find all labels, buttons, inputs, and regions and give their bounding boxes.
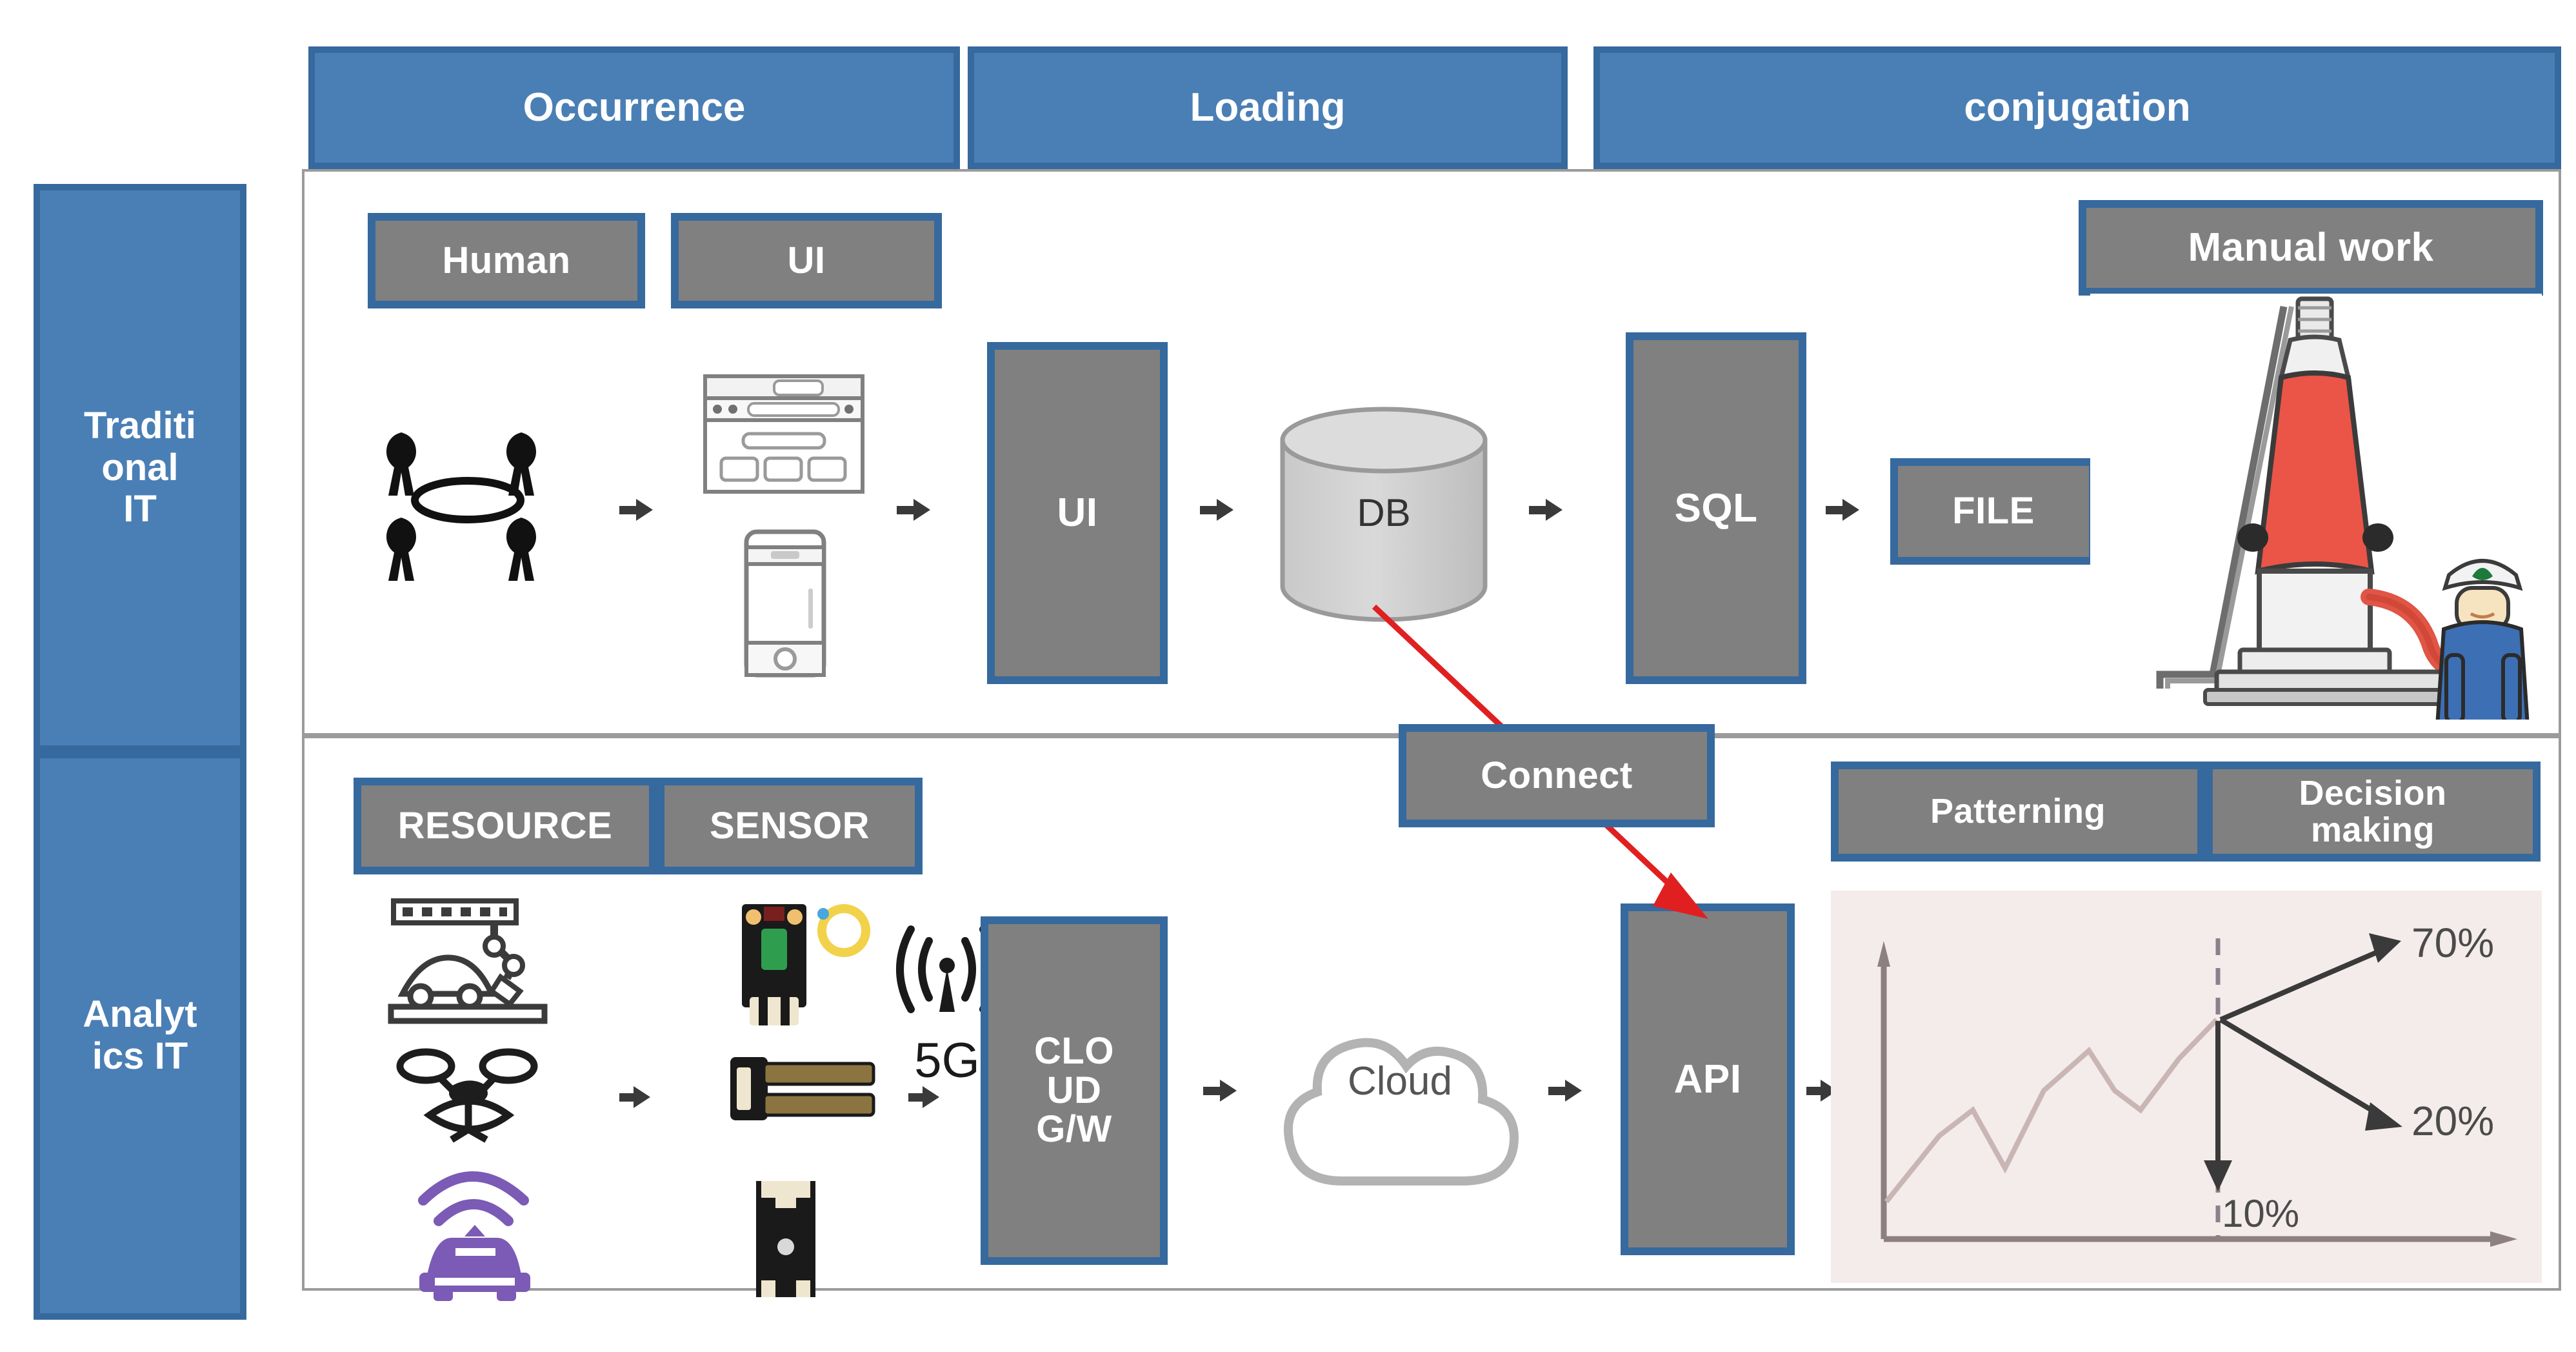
sensor-module-led-icon (735, 900, 813, 1029)
tag-sensor[interactable]: SENSOR (657, 778, 923, 874)
tag-ui[interactable]: UI (671, 213, 942, 308)
chart-label-70: 70% (2411, 920, 2495, 966)
sensor-led-glow (806, 897, 877, 968)
sensor-module-probe-icon (728, 1045, 876, 1133)
header-conjugation[interactable]: conjugation (1593, 46, 2561, 169)
robot-arm-icon (387, 897, 548, 1026)
tag-patterning[interactable]: Patterning (1831, 762, 2205, 862)
header-conjugation-label: conjugation (1964, 85, 2191, 130)
chart-branch-flat (2204, 1021, 2232, 1191)
chart-label-10: 10% (2222, 1192, 2300, 1235)
connector-connect-label: Connect (1481, 754, 1633, 796)
node-file-label: FILE (1952, 490, 2035, 532)
node-ui[interactable]: UI (987, 342, 1168, 684)
tag-manual-work-label: Manual work (2188, 225, 2434, 270)
tag-human[interactable]: Human (368, 213, 645, 308)
sidebar-item-traditional-it[interactable]: Traditi onal IT (34, 184, 246, 752)
tag-manual-work[interactable]: Manual work (2079, 200, 2543, 296)
drone-icon (392, 1039, 547, 1149)
node-api-label: API (1673, 1056, 1742, 1102)
node-cloud-gw[interactable]: CLO UD G/W (981, 916, 1168, 1265)
sidebar-item-traditional-it-label: Traditi onal IT (83, 404, 197, 530)
sensor-module-dark-icon (747, 1175, 824, 1304)
tag-ui-label: UI (787, 239, 826, 281)
node-sql[interactable]: SQL (1626, 332, 1806, 684)
chart-branch-down (2219, 1017, 2402, 1131)
header-occurrence-label: Occurrence (523, 85, 746, 130)
tag-resource-label: RESOURCE (397, 804, 613, 847)
node-sql-label: SQL (1674, 485, 1758, 530)
tag-human-label: Human (442, 239, 571, 281)
meeting-people-icon (377, 419, 571, 581)
node-cloud[interactable] (1264, 968, 1535, 1200)
connected-car-icon (400, 1155, 548, 1304)
sidebar-item-analytics-it-label: Analyt ics IT (83, 993, 197, 1077)
node-db-label: DB (1357, 491, 1411, 534)
tag-patterning-label: Patterning (1930, 792, 2106, 831)
manual-work-illustration (2090, 294, 2542, 720)
tag-sensor-label: SENSOR (710, 804, 870, 847)
node-cloud-gw-label: CLO UD G/W (1034, 1029, 1114, 1151)
header-loading-label: Loading (1190, 85, 1346, 130)
chart-history-line (1884, 1018, 2219, 1204)
chart-axes (1877, 941, 2517, 1247)
tag-decision-making[interactable]: Decision making (2205, 762, 2541, 862)
header-loading[interactable]: Loading (968, 46, 1568, 169)
worker-icon (2435, 559, 2530, 720)
chart-branch-up (2219, 933, 2401, 1022)
tag-decision-making-label: Decision making (2299, 773, 2447, 849)
browser-window-icon (703, 374, 864, 494)
node-ui-label: UI (1057, 490, 1098, 536)
network-generation-label: 5G (914, 1033, 980, 1088)
node-api[interactable]: API (1621, 903, 1795, 1255)
smartphone-icon (744, 529, 826, 678)
node-file[interactable]: FILE (1890, 458, 2097, 565)
node-cloud-label: Cloud (1348, 1059, 1452, 1104)
connector-connect-label-box[interactable]: Connect (1399, 724, 1715, 827)
chart-label-20: 20% (2411, 1098, 2495, 1144)
tag-resource[interactable]: RESOURCE (354, 778, 657, 874)
header-occurrence[interactable]: Occurrence (308, 46, 960, 169)
sidebar-item-analytics-it[interactable]: Analyt ics IT (34, 752, 246, 1320)
forecast-chart: 70% 20% 10% (1831, 891, 2542, 1283)
